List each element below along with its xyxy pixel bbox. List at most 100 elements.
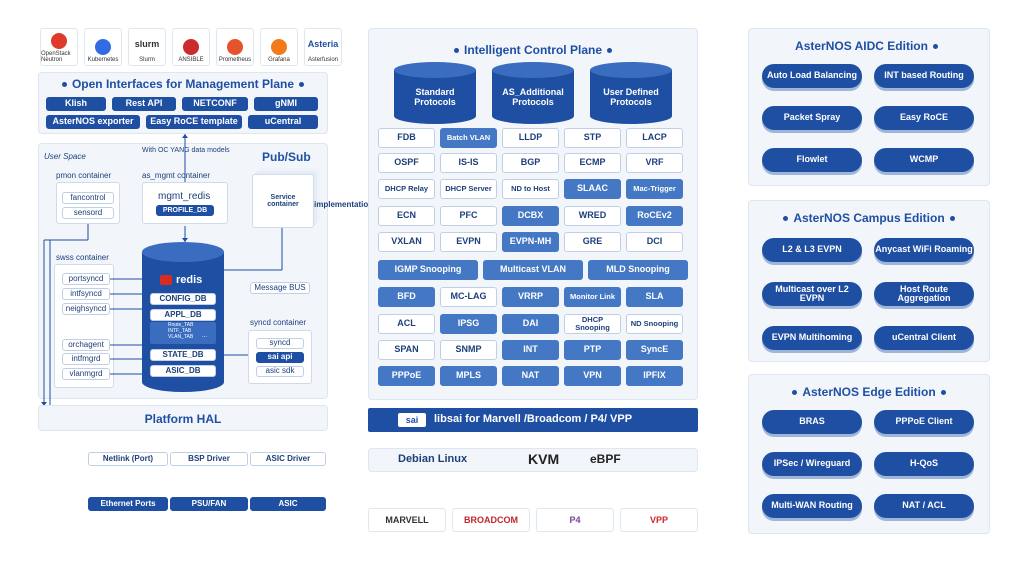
- control-feature: ND Snooping: [626, 314, 683, 334]
- service-container-label: Service container: [267, 194, 299, 208]
- hal-driver: Netlink (Port): [88, 452, 168, 466]
- campus-feature: L2 & L3 EVPN: [762, 238, 862, 262]
- aidc-title: AsterNOS AIDC Edition: [748, 39, 990, 53]
- mgmt-item: Easy RoCE template: [146, 115, 242, 129]
- slurm-icon: slurm: [134, 39, 160, 49]
- control-feature: BFD: [378, 287, 435, 307]
- ansible-icon: [183, 39, 199, 55]
- grafana-icon: [271, 39, 287, 55]
- control-feature: DHCP Server: [440, 179, 497, 199]
- hal-hardware: ASIC: [250, 497, 326, 511]
- mgmt-item: Klish: [46, 97, 106, 111]
- platform-hal-bar: [38, 405, 328, 431]
- control-feature: VXLAN: [378, 232, 435, 252]
- control-feature: DHCP Relay: [378, 179, 435, 199]
- control-feature: LACP: [626, 128, 683, 148]
- control-feature: ACL: [378, 314, 435, 334]
- control-feature: SPAN: [378, 340, 435, 360]
- control-feature: IPSG: [440, 314, 497, 334]
- logo-label: ANSIBLE: [178, 57, 204, 63]
- control-feature: VRRP: [502, 287, 559, 307]
- aidc-feature: Auto Load Balancing: [762, 64, 862, 88]
- logo-label: Kubernetes: [87, 57, 119, 63]
- bullet-icon: [61, 82, 67, 88]
- snooping-feature: MLD Snooping: [588, 260, 688, 280]
- bullet-icon: [607, 48, 612, 54]
- debian-bar: [368, 448, 698, 472]
- logo-ansible: ANSIBLE: [172, 28, 210, 66]
- edge-feature: NAT / ACL: [874, 494, 974, 518]
- control-feature: SyncE: [626, 340, 683, 360]
- config-db-chip: CONFIG_DB: [150, 293, 216, 305]
- debian-label: Debian Linux: [398, 453, 468, 465]
- logo-label: Slurm: [139, 57, 155, 63]
- control-feature: IPFIX: [626, 366, 683, 386]
- bullet-icon: [949, 216, 955, 222]
- protocol-label: AS_Additional Protocols: [502, 87, 564, 107]
- service-container-stack: [252, 174, 314, 228]
- mgmt-item: Rest API: [112, 97, 176, 111]
- control-feature: ECN: [378, 206, 435, 226]
- as-mgmt-container: [142, 182, 228, 224]
- pmon-label: pmon container: [56, 171, 112, 180]
- edge-feature: BRAS: [762, 410, 862, 434]
- protocol-cylinder: [590, 62, 672, 124]
- control-feature: SLA: [626, 287, 683, 307]
- bullet-icon: [792, 390, 798, 396]
- control-feature: VPN: [564, 366, 621, 386]
- asic-sdk-chip: asic sdk: [256, 366, 304, 377]
- control-feature: DCBX: [502, 206, 559, 226]
- edge-feature: IPSec / Wireguard: [762, 452, 862, 476]
- vendor-marvell: MARVELL: [368, 508, 446, 532]
- message-bus-chip: Message BUS: [250, 282, 310, 294]
- campus-feature: EVPN Multihoming: [762, 326, 862, 350]
- control-feature: Monitor Link: [564, 287, 621, 307]
- aidc-feature: Easy RoCE: [874, 106, 974, 130]
- vendor-p4: P4: [536, 508, 614, 532]
- hal-driver: BSP Driver: [170, 452, 248, 466]
- control-feature: EVPN: [440, 232, 497, 252]
- control-feature: DAI: [502, 314, 559, 334]
- intfsyncd-chip: intfsyncd: [62, 288, 110, 300]
- asic-db-chip: ASIC_DB: [150, 365, 216, 377]
- intf-tab-label: INTF_TAB: [168, 328, 192, 334]
- swss-label: swss container: [56, 253, 109, 262]
- campus-feature: Anycast WiFi Roaming: [874, 238, 974, 262]
- ebpf-label: eBPF: [590, 452, 621, 466]
- control-feature: RoCEv2: [626, 206, 683, 226]
- control-plane-title: Intelligent Control Plane: [368, 43, 698, 57]
- control-title-text: Intelligent Control Plane: [463, 43, 602, 57]
- control-feature: VRF: [626, 153, 683, 173]
- vlanmgrd-chip: vlanmgrd: [62, 368, 110, 380]
- appl-tabs: [150, 322, 216, 344]
- orchagent-chip: orchagent: [62, 339, 110, 351]
- implementation-label: implementation: [314, 200, 374, 209]
- mgmt-item: gNMI: [254, 97, 318, 111]
- control-feature: WRED: [564, 206, 621, 226]
- sensord-chip: sensord: [62, 207, 114, 219]
- control-feature: BGP: [502, 153, 559, 173]
- oc-yang-label: With OC YANG data models: [142, 147, 230, 154]
- neighsyncd-chip: neighsyncd: [62, 303, 110, 315]
- control-feature: DHCP Snooping: [564, 314, 621, 334]
- campus-title-text: AsterNOS Campus Edition: [793, 211, 945, 225]
- protocol-cylinder: [492, 62, 574, 124]
- ellipsis-label: ...: [202, 333, 208, 339]
- control-feature: ND to Host: [502, 179, 559, 199]
- control-feature: STP: [564, 128, 621, 148]
- bullet-icon: [299, 82, 305, 88]
- openstack-icon: [51, 33, 67, 49]
- control-feature: INT: [502, 340, 559, 360]
- edge-feature: H-QoS: [874, 452, 974, 476]
- asteria-icon: Asteria: [307, 39, 339, 49]
- control-feature: PTP: [564, 340, 621, 360]
- bullet-icon: [453, 48, 459, 54]
- mgmt-title-text: Open Interfaces for Management Plane: [71, 77, 295, 91]
- as-mgmt-label: as_mgmt container: [142, 171, 211, 180]
- route-tab-label: Route_TAB: [168, 322, 194, 328]
- redis-label: redis: [176, 274, 203, 286]
- intfmgrd-chip: intfmgrd: [62, 353, 110, 365]
- redis-icon: [160, 275, 172, 285]
